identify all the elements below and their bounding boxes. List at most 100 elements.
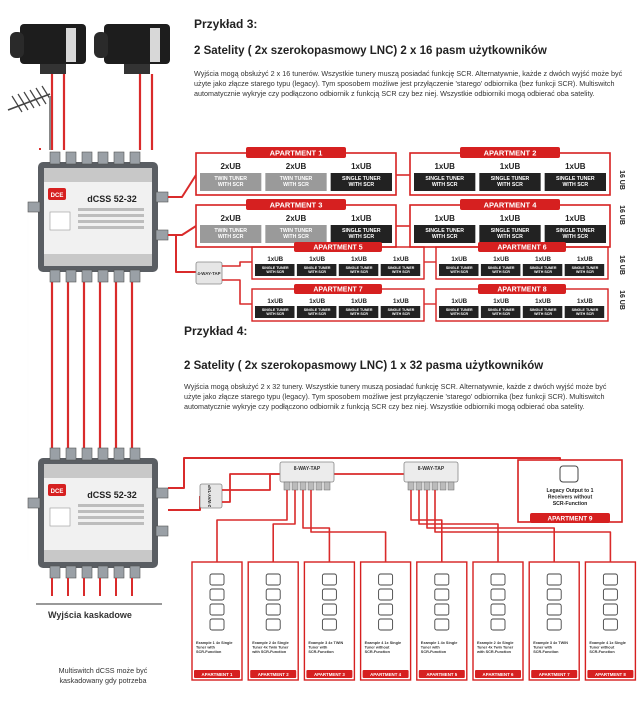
apartment-title-badge	[478, 284, 566, 294]
receiver-icon	[434, 618, 450, 631]
receiver-icon	[546, 618, 562, 631]
ce-mark-icon	[49, 211, 71, 231]
apartment-title: APARTMENT 5	[426, 672, 457, 677]
lnb-horn	[94, 32, 108, 58]
tap-port	[415, 481, 423, 491]
unit-ub: 1xUB	[500, 162, 521, 171]
connector-top	[97, 151, 109, 165]
label-line: WITH SCR	[308, 312, 326, 316]
connector-bottom	[49, 565, 61, 579]
label-line: Tuner without	[589, 646, 615, 650]
label-line: SINGLE TUNER	[346, 266, 373, 270]
eight-way-tap-left: 8-WAY-TAP	[279, 461, 335, 491]
antenna-element	[35, 87, 47, 105]
tuner-box	[439, 306, 479, 318]
unit-ub: 1xUB	[493, 298, 509, 305]
tuner-box	[338, 264, 379, 276]
apartment-title: APARTMENT 3	[314, 672, 345, 677]
device-text-line	[78, 214, 144, 217]
connector-bottom	[97, 565, 109, 579]
label-line: Example 4 1x Single	[589, 641, 626, 645]
receiver-icon	[209, 588, 225, 601]
tuner-box	[544, 173, 606, 191]
splitter-body	[199, 483, 223, 509]
tap-label: 8-WAY-TAP	[418, 466, 445, 472]
apartment-title-badge	[460, 147, 560, 158]
cascade-caption: Wyjścia kaskadowe	[48, 610, 132, 620]
connector-side	[27, 497, 41, 509]
antenna-boom	[7, 93, 51, 111]
tuner-box	[380, 306, 421, 318]
label-line: WITH SCR	[576, 270, 594, 274]
label-line: WITH SCR	[432, 182, 458, 188]
tuner-box	[522, 306, 563, 318]
unit-ub: 1xUB	[577, 298, 593, 305]
unit-ub: 1xUB	[434, 214, 455, 223]
lnb-left	[10, 24, 86, 74]
tuner-box	[265, 173, 327, 191]
apartment-title-badge	[475, 670, 521, 678]
label-line: WITH SCR	[266, 312, 284, 316]
tap-port	[407, 481, 415, 491]
lnb-body	[104, 24, 170, 64]
splitter-feed-cable	[168, 496, 201, 511]
label-line: SINGLE TUNER	[446, 308, 473, 312]
label-line: Tuner 4x Twin Tuner	[477, 646, 514, 650]
unit-ub: 1xUB	[535, 298, 551, 305]
apartment-title-badge	[306, 670, 353, 678]
apartment-title-badge	[246, 147, 346, 158]
example4-heading: Przykład 4:	[184, 324, 248, 338]
receiver-icon	[602, 618, 618, 631]
apartment-title: APARTMENT 7	[313, 287, 362, 294]
label-line: Tuner with	[308, 646, 328, 650]
apartment-title-badge	[294, 242, 382, 252]
unit-ub: 1xUB	[565, 162, 586, 171]
label-line: WITH SCR	[218, 182, 244, 188]
apartment-title: APARTMENT 8	[497, 287, 546, 294]
receiver-icon	[490, 603, 506, 616]
label-line: SCR-Function	[421, 650, 447, 654]
label-line: SCR-Function	[553, 501, 588, 507]
label-line: Example 3 4x TWIN	[533, 641, 568, 645]
label-line: SINGLE TUNER	[304, 308, 331, 312]
tuner-box	[414, 173, 476, 191]
connector-side	[155, 525, 169, 537]
cascade-note: Multiswitch dCSS może być kaskadowany gd…	[58, 666, 148, 685]
label-line: WITH SCR	[350, 270, 368, 274]
label-line: Example 2 4x Single	[477, 641, 514, 645]
label-line: WITH SCR	[283, 234, 309, 240]
label-line: Example 2 4x Single	[252, 641, 289, 645]
antenna-element	[11, 95, 23, 113]
label-line: WITH SCR	[497, 182, 523, 188]
label-line: Tuner with	[196, 646, 216, 650]
connector-side	[155, 191, 169, 203]
receiver-icon	[378, 573, 394, 586]
tuner-box	[479, 173, 541, 191]
receiver-icon	[490, 618, 506, 631]
label-line: Example 3 4x TWIN	[308, 641, 343, 645]
tap-port	[423, 481, 431, 491]
device-text-line	[78, 504, 144, 507]
label-line: WITH SCR	[392, 312, 410, 316]
connector-top	[113, 151, 125, 165]
apartment-title-badge	[478, 242, 566, 252]
device-text-line	[78, 226, 144, 229]
connector-bottom	[113, 565, 125, 579]
tap-body	[195, 261, 223, 285]
unit-ub: 1xUB	[577, 256, 593, 263]
unit-ub: 1xUB	[535, 256, 551, 263]
